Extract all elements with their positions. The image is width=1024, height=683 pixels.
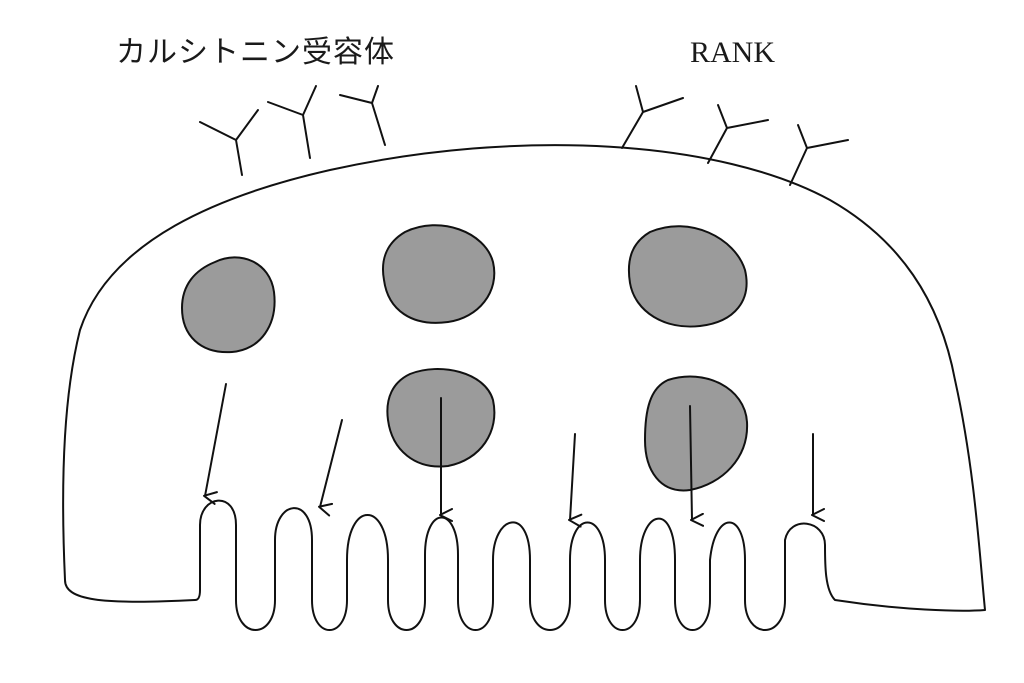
rank-label: RANK	[690, 36, 776, 69]
secretion-arrow	[689, 405, 705, 527]
cell-membrane	[62, 144, 986, 631]
nucleus	[628, 225, 748, 328]
calcitonin-receptor	[199, 109, 259, 176]
rank-receptor	[707, 104, 769, 164]
secretion-arrow	[203, 383, 227, 505]
calcitonin-receptor	[267, 85, 317, 159]
calcitonin-receptor	[339, 85, 386, 146]
rank-receptor	[621, 85, 684, 149]
nucleus	[181, 256, 276, 354]
secretion-arrow	[318, 419, 343, 517]
rank-receptor	[789, 124, 849, 186]
nucleus	[644, 375, 749, 492]
nucleus	[382, 224, 496, 324]
calcitonin-receptor-label: カルシトニン受容体	[116, 35, 395, 70]
secretion-arrow	[568, 433, 583, 528]
